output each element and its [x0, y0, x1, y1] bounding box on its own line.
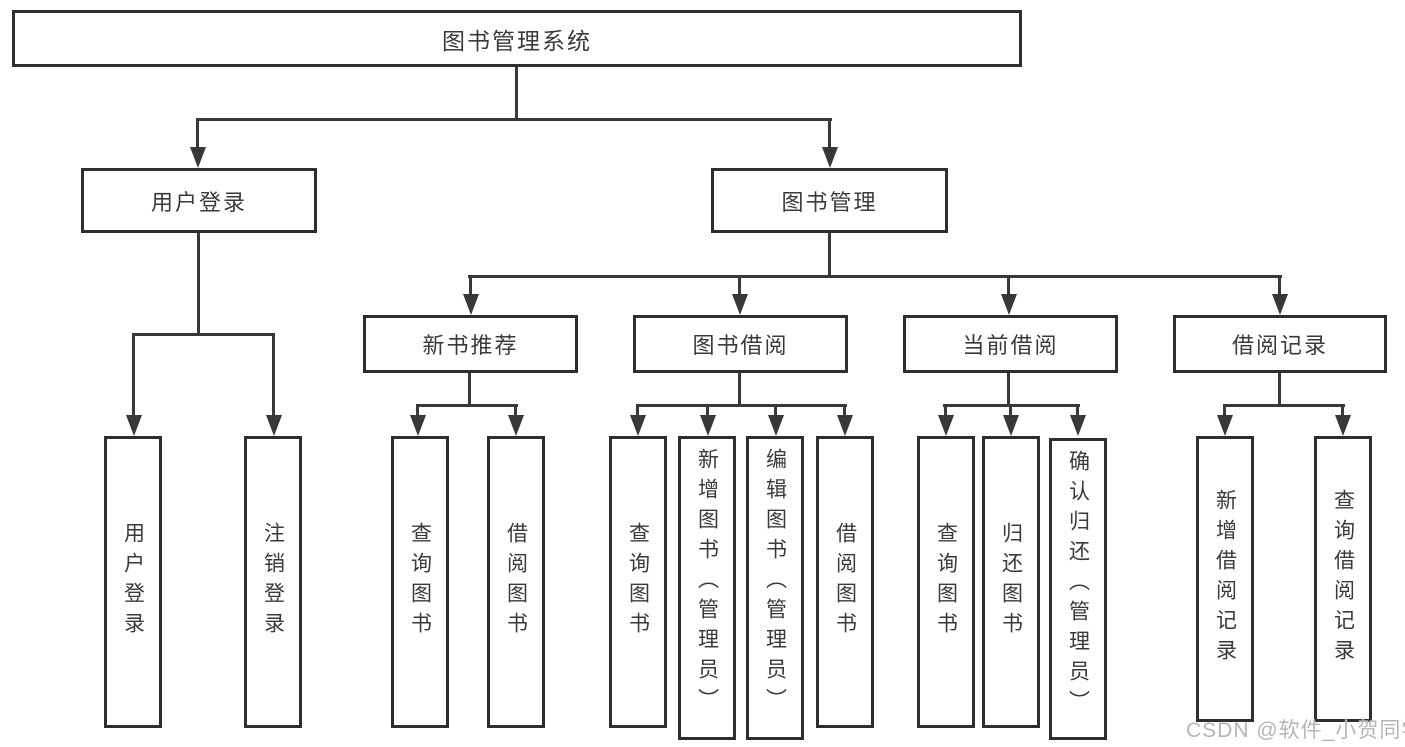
leaf-user-login: 用户登录 [104, 436, 162, 728]
arrow-g3-2 [706, 404, 709, 415]
connector-g5-rail [1223, 404, 1345, 407]
arrow-g3-4 [843, 404, 846, 415]
leaf-label: 查询图书 [626, 522, 650, 642]
arrow-g2-2 [514, 404, 517, 415]
node-label: 借阅记录 [1231, 333, 1328, 358]
arrow-to-leaf-logout [272, 333, 275, 415]
node-label: 图书管理 [781, 189, 878, 215]
leaf-logout: 注销登录 [244, 436, 302, 728]
node-new-book-recommendation: 新书推荐 [363, 315, 578, 373]
connector-g4-stem [1007, 373, 1010, 407]
node-user-login: 用户登录 [81, 168, 317, 233]
arrow-to-leaf-user-login [132, 333, 135, 415]
leaf-label: 借阅图书 [833, 522, 857, 642]
arrow-to-borrow-records [1278, 275, 1281, 294]
leaf-add-borrow-record: 新增借阅记录 [1196, 436, 1254, 722]
leaf-label: 编辑图书（管理员） [763, 448, 787, 718]
leaf-query-books-rec: 查询图书 [391, 436, 449, 728]
arrow-g3-1 [636, 404, 639, 415]
arrow-g2-1 [416, 404, 419, 415]
arrow-g4-2 [1009, 404, 1012, 415]
arrow-g5-2 [1341, 404, 1344, 415]
leaf-label: 查询图书 [934, 522, 958, 642]
leaf-label: 归还图书 [999, 522, 1023, 642]
leaf-label: 新增借阅记录 [1213, 489, 1237, 669]
connector-g3-stem [738, 373, 741, 407]
csdn-watermark: CSDN @软件_小贺同学 [1186, 719, 1405, 742]
node-library-management-system: 图书管理系统 [12, 10, 1022, 67]
leaf-add-books-admin: 新增图书（管理员） [678, 436, 736, 740]
connector-user-login-rail [132, 333, 275, 336]
node-book-borrowing: 图书借阅 [633, 315, 848, 373]
arrow-g4-3 [1076, 404, 1079, 415]
arrow-g4-1 [944, 404, 947, 415]
node-label: 当前借阅 [962, 333, 1059, 358]
leaf-label: 查询图书 [408, 522, 432, 642]
arrow-to-book-borrow [738, 275, 741, 294]
connector-g2-rail [416, 404, 518, 407]
arrow-to-new-book-rec [469, 275, 472, 294]
node-current-borrowing: 当前借阅 [903, 315, 1118, 373]
connector-book-mgmt-stem [828, 233, 831, 278]
connector-user-login-stem [197, 233, 200, 336]
node-label: 图书管理系统 [442, 27, 592, 54]
connector-g5-stem [1278, 373, 1281, 407]
leaf-label: 新增图书（管理员） [695, 448, 719, 718]
leaf-label: 注销登录 [261, 522, 285, 642]
connector-level1-rail [196, 118, 832, 121]
leaf-return-books: 归还图书 [982, 436, 1040, 728]
leaf-confirm-return-admin: 确认归还（管理员） [1049, 438, 1107, 740]
node-label: 用户登录 [150, 189, 247, 215]
leaf-label: 查询借阅记录 [1331, 489, 1355, 669]
connector-root-stem [515, 67, 518, 120]
node-label: 图书借阅 [692, 333, 789, 358]
leaf-label: 借阅图书 [504, 522, 528, 642]
leaf-edit-books-admin: 编辑图书（管理员） [746, 436, 804, 740]
leaf-query-borrow-record: 查询借阅记录 [1314, 436, 1372, 722]
leaf-label: 用户登录 [121, 522, 145, 642]
leaf-borrow-books: 借阅图书 [816, 436, 874, 728]
arrow-g3-3 [774, 404, 777, 415]
connector-g2-stem [468, 373, 471, 407]
arrow-g5-1 [1223, 404, 1226, 415]
leaf-borrow-books-rec: 借阅图书 [487, 436, 545, 728]
leaf-query-books-current: 查询图书 [917, 436, 975, 728]
node-label: 新书推荐 [422, 333, 519, 358]
arrow-to-user-login [196, 118, 199, 147]
arrow-to-book-management [828, 118, 831, 147]
leaf-query-books-borrow: 查询图书 [609, 436, 667, 728]
node-book-management: 图书管理 [711, 168, 948, 233]
connector-level2-rail [468, 275, 1282, 278]
leaf-label: 确认归还（管理员） [1066, 450, 1090, 720]
connector-g3-rail [636, 404, 847, 407]
node-borrowing-records: 借阅记录 [1173, 315, 1387, 373]
arrow-to-current-borrow [1007, 275, 1010, 294]
